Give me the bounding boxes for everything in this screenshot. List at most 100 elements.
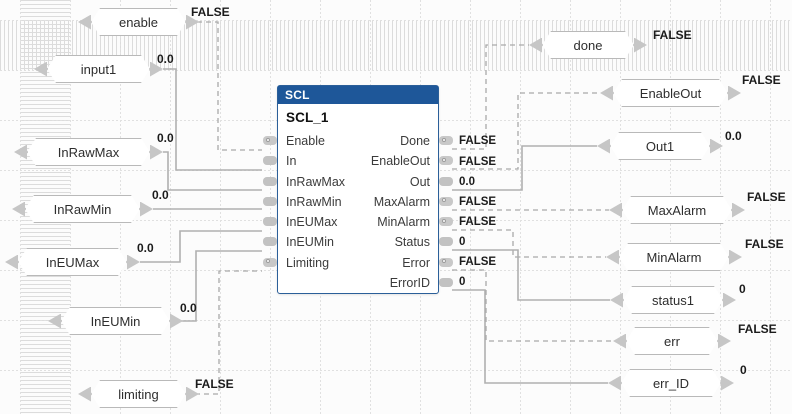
tag-arrow-right-icon [723,292,736,308]
pin-label-done: Done [400,134,430,148]
pin-label-status: Status [394,235,430,250]
output-value-status1: 0 [739,282,746,296]
input-tag-ineumax[interactable]: InEUMax [5,248,140,276]
input-tag-inrawmin[interactable]: InRawMin [12,195,153,223]
pin-row: InRawMax Out [263,172,453,192]
input-tag-enable[interactable]: enable [78,8,199,36]
input-value-input1: 0.0 [157,52,174,66]
tag-label: InEUMax [18,248,127,276]
pin-label-out: Out [409,174,430,189]
output-tag-status1[interactable]: status1 [610,286,736,314]
grid-line [0,70,792,71]
pin-label-error: Error [402,255,430,270]
tag-arrow-left-icon [14,144,27,160]
tag-arrow-right-icon [634,37,647,53]
input-tag-ineumin[interactable]: InEUMin [48,307,183,335]
tag-arrow-left-icon [34,61,47,77]
pin-connector-enableout[interactable] [439,156,453,166]
grid-line [520,0,521,414]
pin-connector-maxalarm[interactable] [439,196,453,206]
output-tag-err-id[interactable]: err_ID [608,369,734,397]
output-tag-done[interactable]: done [529,31,647,59]
tag-arrow-left-icon [606,249,619,265]
tag-label: InRawMin [25,195,140,223]
pin-value-enableout: FALSE [459,156,497,168]
pin-label-in: In [286,154,297,169]
pin-row: In EnableOut [263,151,453,171]
pin-connector-ineumin[interactable] [263,237,277,247]
pin-row: InEUMin Status [263,232,453,252]
tag-label: Out1 [610,132,710,160]
wire-limiting [186,270,262,395]
grid-line [0,370,792,371]
input-value-limiting: FALSE [195,377,234,391]
input-tag-inrawmax[interactable]: InRawMax [14,138,163,166]
wire-inrawmax [163,151,262,191]
pin-connector-status[interactable] [439,237,453,247]
tag-arrow-left-icon [609,202,622,218]
wire-enable [188,21,262,151]
tag-label: InEUMin [61,307,170,335]
tag-label: status1 [623,286,723,314]
tag-label: MaxAlarm [622,196,732,224]
output-value-err: FALSE [738,322,777,336]
output-tag-out1[interactable]: Out1 [597,132,723,160]
output-tag-maxalarm[interactable]: MaxAlarm [609,196,745,224]
output-value-maxalarm: FALSE [747,190,786,204]
pin-connector-ineumax[interactable] [263,217,277,227]
tag-arrow-right-icon [140,201,153,217]
output-tag-enableout[interactable]: EnableOut [600,79,741,107]
tag-arrow-right-icon [718,333,731,349]
pin-label-enable: Enable [286,134,325,148]
pin-connector-errorid[interactable] [439,278,453,288]
pin-label-errorid: ErrorID [389,276,430,291]
input-tag-input1[interactable]: input1 [34,55,163,83]
input-tag-limiting[interactable]: limiting [78,380,199,408]
tag-arrow-left-icon [12,201,25,217]
tag-label: done [542,31,634,59]
tag-arrow-right-icon [170,313,183,329]
pin-connector-error[interactable] [439,257,453,267]
pin-connector-limiting[interactable] [263,257,277,267]
grid-line [0,320,792,321]
output-tag-err[interactable]: err [613,327,731,355]
input-value-inrawmax: 0.0 [157,131,174,145]
pin-row: Limiting Error [263,253,453,273]
pin-connector-in[interactable] [263,156,277,166]
tag-arrow-left-icon [5,254,18,270]
tag-arrow-left-icon [600,85,613,101]
output-tag-minalarm[interactable]: MinAlarm [606,243,742,271]
pin-connector-enable[interactable] [263,136,277,145]
tag-arrow-right-icon [710,138,723,154]
tag-label: MinAlarm [619,243,729,271]
input-value-inrawmin: 0.0 [152,188,169,202]
tag-arrow-left-icon [48,313,61,329]
pin-connector-out[interactable] [439,176,453,186]
wire-out1 [452,145,597,191]
pin-row: Enable Done [263,131,453,151]
tag-label: InRawMax [27,138,150,166]
output-value-done: FALSE [653,28,692,42]
pin-label-limiting: Limiting [286,255,330,270]
block-type-header: SCL [278,86,438,104]
pin-connector-inrawmin[interactable] [263,196,277,206]
pin-connector-inrawmax[interactable] [263,176,277,186]
grid-line [170,0,171,414]
tag-label: err [626,327,718,355]
wire-status1 [452,249,610,301]
pin-row: ErrorID [278,273,453,293]
block-instance-name: SCL_1 [286,110,329,125]
grid-line [470,0,471,414]
pin-value-minalarm: FALSE [459,216,497,228]
grid-line [570,0,571,414]
scl-function-block[interactable]: SCL SCL_1 Enable Done In EnableOut InRaw… [263,85,453,294]
pin-value-status: 0 [459,236,466,248]
tag-arrow-left-icon [78,14,91,30]
tag-label: enable [91,8,186,36]
pin-connector-minalarm[interactable] [439,217,453,227]
pin-value-done: FALSE [459,135,497,147]
wire-enableout [452,92,600,170]
pin-connector-done[interactable] [439,136,453,145]
output-value-minalarm: FALSE [745,237,784,251]
